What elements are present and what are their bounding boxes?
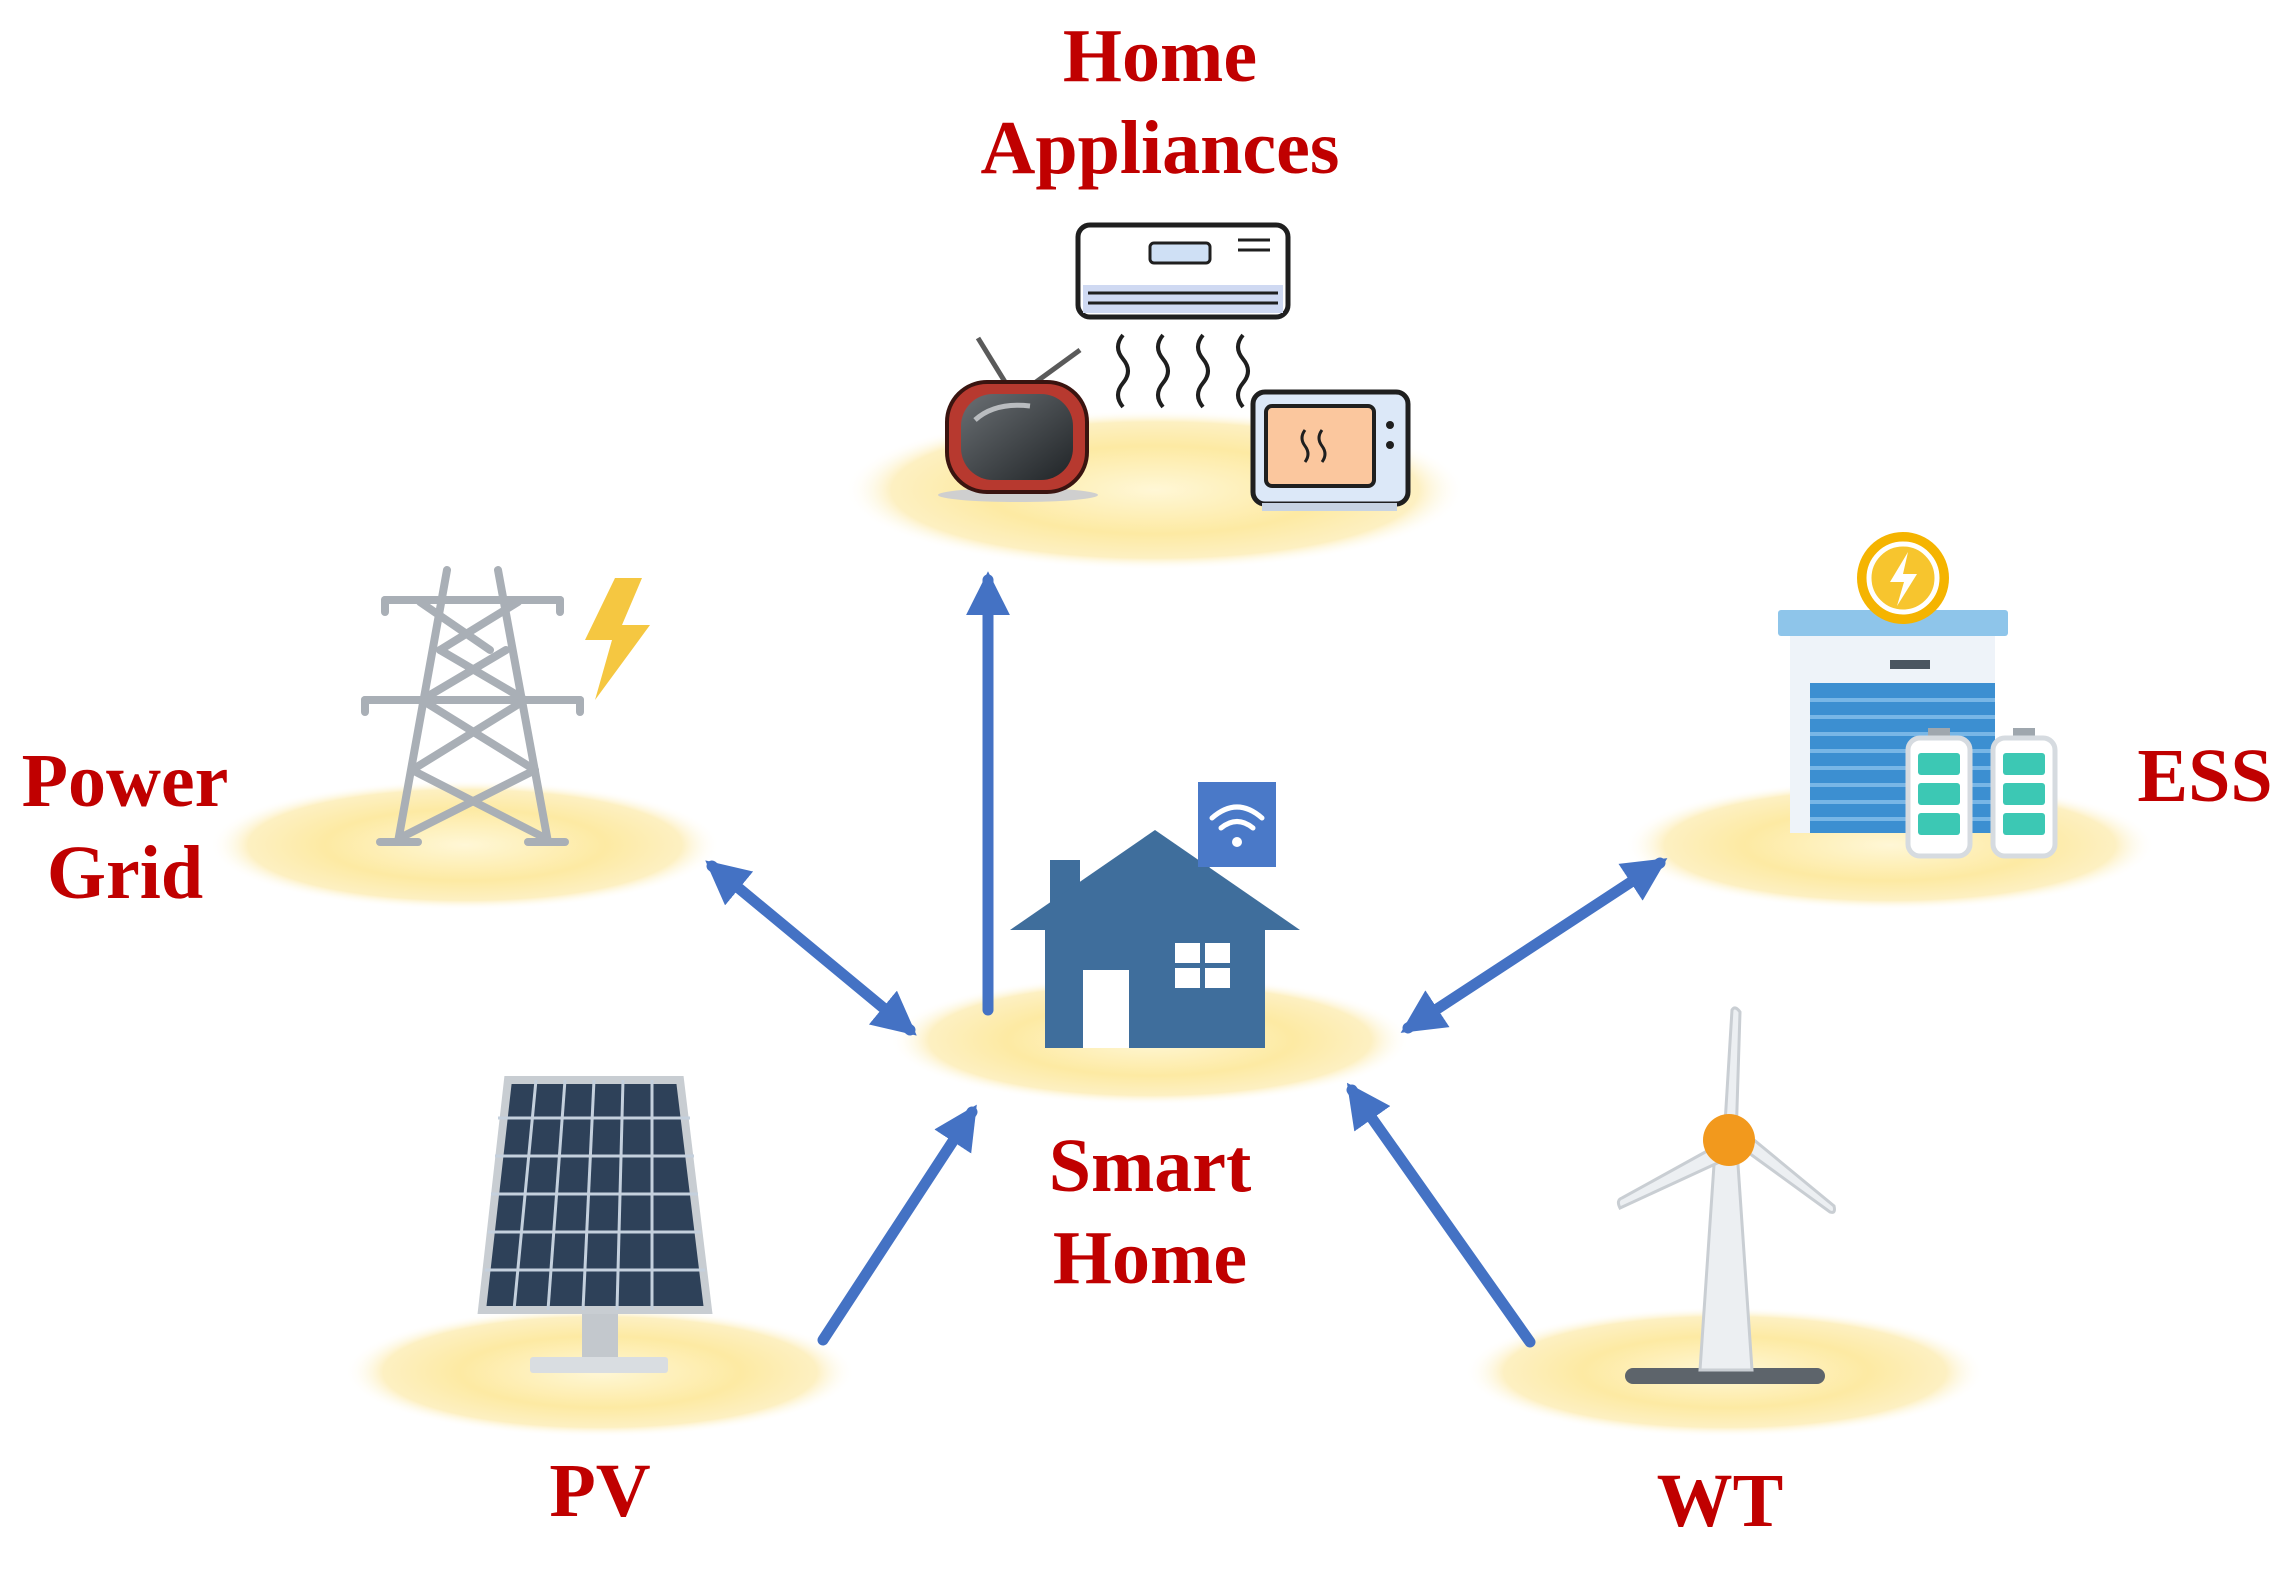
air-flow-icon	[1116, 333, 1250, 409]
ess-building-icon	[1778, 610, 2008, 833]
arrow-wt-to-smart-home	[1346, 1082, 1536, 1348]
label-power-grid-line-2: Grid	[46, 831, 204, 915]
label-smart-home-line-2: Home	[1052, 1216, 1248, 1300]
halo-power-grid	[210, 780, 720, 910]
label-wt-text: WT	[1656, 1459, 1784, 1543]
transmission-tower-icon	[361, 566, 584, 846]
wifi-icon	[1198, 782, 1276, 902]
label-smart-home-line-1: Smart	[1048, 1124, 1252, 1208]
label-pv: PV	[500, 1445, 700, 1537]
lightning-icon	[585, 578, 650, 700]
label-ess: ESS	[2120, 730, 2290, 822]
label-wt: WT	[1620, 1455, 1820, 1547]
label-power-grid-line-1: Power	[21, 739, 229, 823]
battery-icon	[1905, 728, 2058, 859]
energy-coin-icon	[1857, 532, 1949, 624]
smart-home-icon	[1010, 830, 1300, 1048]
arrow-pv-to-smart-home	[817, 1104, 978, 1346]
label-home-appliances-line-1: Home	[1062, 14, 1258, 98]
solar-panel-icon	[477, 1076, 713, 1373]
arrow-ess-smart-home	[1400, 857, 1668, 1034]
microwave-icon	[1250, 389, 1411, 511]
label-home-appliances: Home Appliances	[960, 10, 1360, 194]
arrow-power-grid-smart-home	[705, 860, 917, 1036]
tv-icon	[938, 336, 1098, 502]
label-home-appliances-line-2: Appliances	[980, 106, 1340, 190]
wind-turbine-icon	[1616, 1006, 1836, 1384]
label-pv-text: PV	[549, 1449, 651, 1533]
air-conditioner-icon	[1075, 222, 1291, 320]
label-power-grid: Power Grid	[0, 735, 250, 919]
label-smart-home: Smart Home	[1000, 1120, 1300, 1304]
label-ess-text: ESS	[2137, 734, 2273, 818]
